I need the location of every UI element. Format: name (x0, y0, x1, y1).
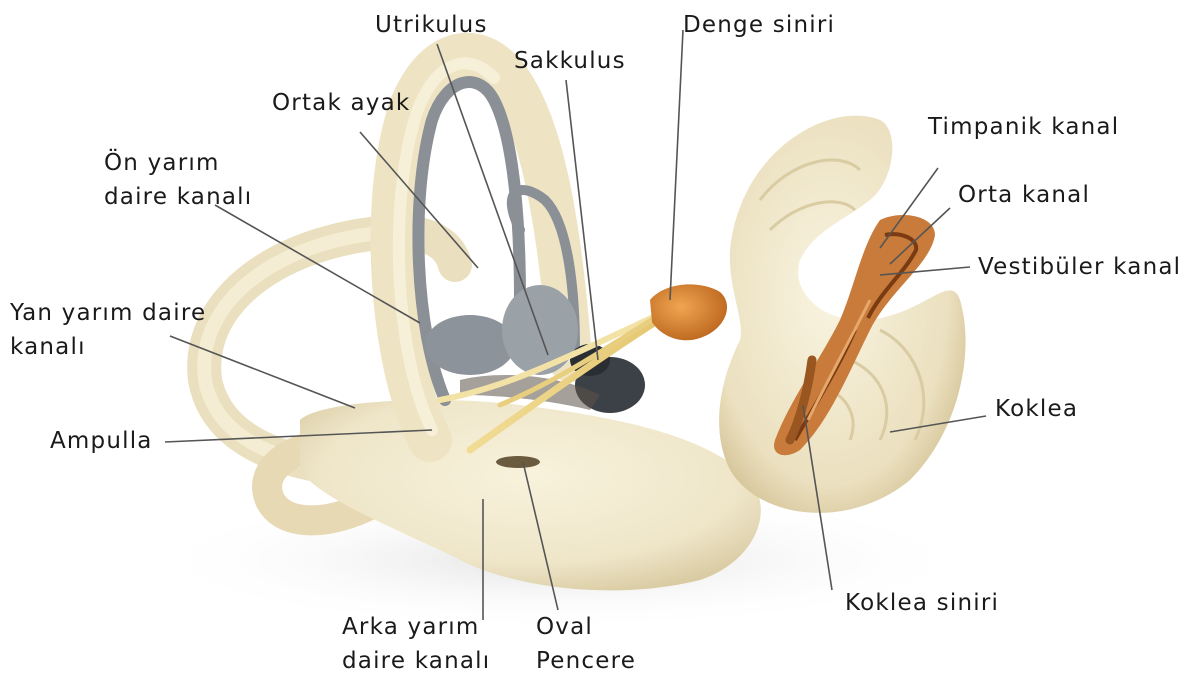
leader-denge-siniri (670, 30, 683, 300)
utricle-body (425, 315, 515, 375)
label-on-yarim-line2: daire kanalı (104, 180, 252, 214)
label-timpanik-kanal: Timpanik kanal (928, 110, 1119, 144)
cochlea (719, 116, 965, 513)
label-arka-yarim-daire-kanali: Arka yarım daire kanalı (342, 610, 490, 678)
label-utrikulus: Utrikulus (375, 8, 488, 42)
label-oval-line2: Pencere (536, 644, 636, 678)
label-yan-yarim-line2: kanalı (10, 330, 206, 364)
label-on-yarim-line1: Ön yarım (104, 146, 252, 180)
label-orta-kanal: Orta kanal (958, 178, 1090, 212)
vestibular-ganglion (650, 284, 727, 340)
label-yan-yarim-daire-kanali: Yan yarım daire kanalı (10, 296, 206, 364)
label-yan-yarim-line1: Yan yarım daire (10, 296, 206, 330)
label-arka-yarim-line2: daire kanalı (342, 644, 490, 678)
label-sakkulus: Sakkulus (514, 44, 626, 78)
label-denge-siniri: Denge siniri (683, 8, 835, 42)
label-ortak-ayak: Ortak ayak (272, 86, 410, 120)
label-ampulla: Ampulla (50, 424, 153, 458)
label-arka-yarim-line1: Arka yarım (342, 610, 490, 644)
label-vestibuler-kanal: Vestibüler kanal (978, 250, 1181, 284)
label-koklea-siniri: Koklea siniri (845, 586, 999, 620)
label-on-yarim-daire-kanali: Ön yarım daire kanalı (104, 146, 252, 214)
label-oval-line1: Oval (536, 610, 636, 644)
oval-window (496, 456, 540, 468)
label-koklea: Koklea (995, 392, 1078, 426)
label-oval-pencere: Oval Pencere (536, 610, 636, 678)
